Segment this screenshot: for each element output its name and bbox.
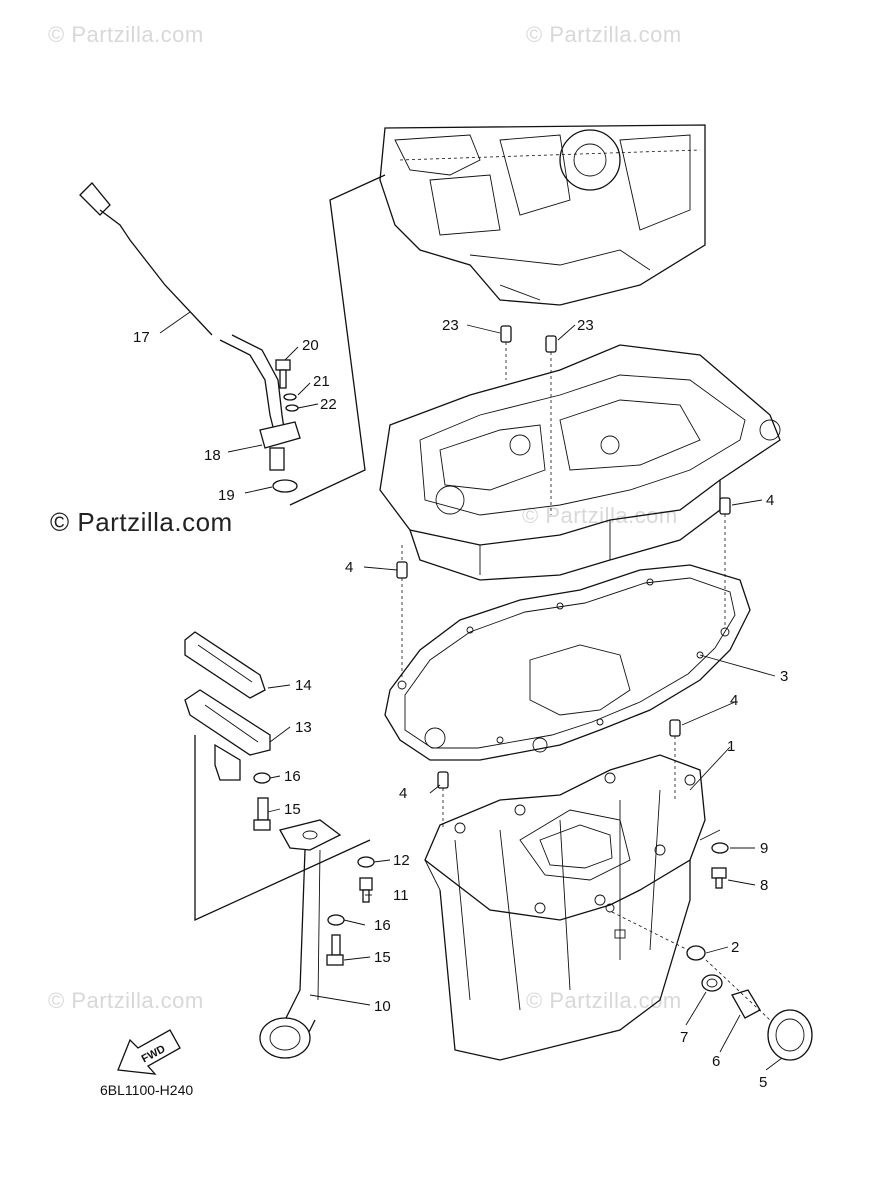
callout-23: 23 (577, 317, 594, 334)
dowel-pin-4 (396, 497, 731, 680)
gasket-3-drawing (384, 564, 751, 761)
oil-pan-drawing (424, 754, 706, 1061)
engine-block-drawing (379, 124, 706, 306)
callout-21: 21 (313, 373, 330, 390)
fwd-label: FWD (140, 1043, 168, 1065)
callout-leaders (159, 311, 783, 1071)
oil-strainer-drawing (184, 631, 375, 1059)
callout-17: 17 (133, 329, 150, 346)
callout-16: 16 (284, 768, 301, 785)
dipstick-assembly-drawing (79, 174, 386, 506)
callout-2: 2 (731, 939, 739, 956)
callout-9: 9 (760, 840, 768, 857)
watermark: © Partzilla.com (526, 988, 682, 1013)
callout-15: 15 (284, 801, 301, 818)
callout-3: 3 (780, 668, 788, 685)
callout-23: 23 (442, 317, 459, 334)
watermark: © Partzilla.com (50, 507, 233, 537)
dowel-pin-4-lower (437, 719, 681, 830)
callout-5: 5 (759, 1074, 767, 1091)
dowel-pin-23 (500, 325, 557, 515)
callout-13: 13 (295, 719, 312, 736)
callout-8: 8 (760, 877, 768, 894)
watermark: © Partzilla.com (526, 22, 682, 47)
callout-18: 18 (204, 447, 221, 464)
callout-22: 22 (320, 396, 337, 413)
watermark: © Partzilla.com (522, 503, 678, 528)
callout-14: 14 (295, 677, 312, 694)
callout-4: 4 (345, 559, 353, 576)
callout-6: 6 (712, 1053, 720, 1070)
forward-direction-arrow: FWD (117, 1029, 181, 1075)
callout-7: 7 (680, 1029, 688, 1046)
watermark: © Partzilla.com (48, 22, 204, 47)
callout-15: 15 (374, 949, 391, 966)
callout-4: 4 (766, 492, 774, 509)
exhaust-guide-drawing (379, 344, 781, 581)
callout-20: 20 (302, 337, 319, 354)
callout-labels: 1 2 3 4 4 4 4 5 6 7 8 9 10 11 12 13 14 1… (133, 317, 788, 1091)
watermark: © Partzilla.com (48, 988, 204, 1013)
callout-4: 4 (730, 692, 738, 709)
drain-parts-drawing (611, 911, 813, 1061)
callout-10: 10 (374, 998, 391, 1015)
callout-1: 1 (727, 738, 735, 755)
callout-16: 16 (374, 917, 391, 934)
callout-12: 12 (393, 852, 410, 869)
diagram-code: 6BL1100-H240 (100, 1082, 194, 1098)
bolt-washer-8-9 (699, 829, 729, 889)
callout-19: 19 (218, 487, 235, 504)
callout-4: 4 (399, 785, 407, 802)
callout-11: 11 (393, 887, 409, 904)
